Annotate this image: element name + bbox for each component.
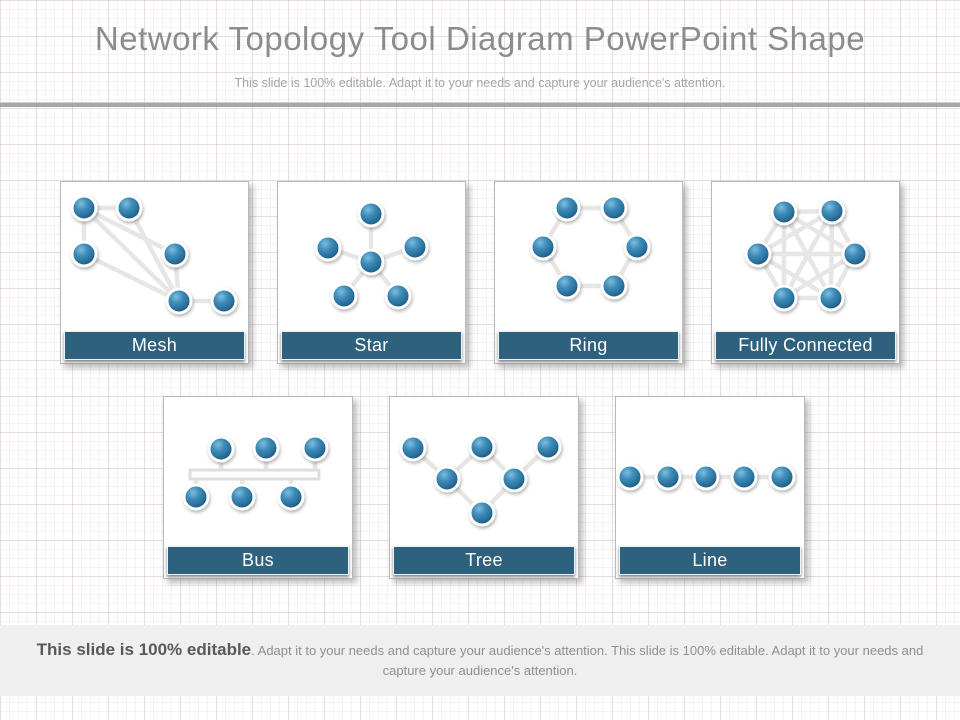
topology-label-line: Line bbox=[619, 546, 801, 575]
topology-label-mesh: Mesh bbox=[64, 331, 245, 360]
network-node bbox=[692, 463, 720, 491]
network-node bbox=[468, 433, 496, 461]
network-node bbox=[534, 433, 562, 461]
topology-card-ring: Ring bbox=[494, 181, 683, 364]
topology-diagram-fully-connected bbox=[744, 197, 869, 312]
network-node bbox=[182, 483, 210, 511]
topology-card-line: Line bbox=[615, 396, 805, 579]
footer-regular-text: . Adapt it to your needs and capture you… bbox=[251, 643, 924, 678]
network-node bbox=[553, 272, 581, 300]
network-node bbox=[600, 272, 628, 300]
network-node bbox=[817, 284, 845, 312]
network-node bbox=[384, 282, 412, 310]
topology-card-tree: Tree bbox=[389, 396, 579, 579]
network-node bbox=[744, 240, 772, 268]
header-divider bbox=[0, 102, 960, 107]
topology-diagram-tree bbox=[399, 433, 562, 527]
network-node bbox=[730, 463, 758, 491]
network-node bbox=[70, 240, 98, 268]
network-node bbox=[770, 284, 798, 312]
topology-label-star: Star bbox=[281, 331, 462, 360]
topology-diagram-ring bbox=[529, 194, 651, 300]
network-node bbox=[616, 463, 644, 491]
network-node bbox=[770, 198, 798, 226]
network-node bbox=[357, 248, 385, 276]
footer-text: This slide is 100% editable. Adapt it to… bbox=[20, 640, 940, 681]
connection-line bbox=[126, 205, 182, 304]
topology-card-fully-connected: Fully Connected bbox=[711, 181, 900, 364]
network-node bbox=[161, 240, 189, 268]
network-node bbox=[357, 200, 385, 228]
network-node bbox=[600, 194, 628, 222]
network-node bbox=[314, 234, 342, 262]
topology-label-fully-connected: Fully Connected bbox=[715, 331, 896, 360]
bus-backbone bbox=[188, 468, 321, 481]
network-node bbox=[433, 465, 461, 493]
connection-line bbox=[755, 251, 834, 301]
network-node bbox=[401, 233, 429, 261]
topology-card-bus: Bus bbox=[163, 396, 353, 579]
connection-line bbox=[81, 205, 182, 304]
network-node bbox=[553, 194, 581, 222]
network-node bbox=[70, 194, 98, 222]
network-node bbox=[500, 465, 528, 493]
connection-line bbox=[81, 205, 178, 257]
network-node bbox=[399, 434, 427, 462]
topology-card-mesh: Mesh bbox=[60, 181, 249, 364]
network-node bbox=[330, 282, 358, 310]
network-node bbox=[165, 287, 193, 315]
network-node bbox=[228, 483, 256, 511]
topology-diagram-line bbox=[616, 463, 796, 491]
topology-label-bus: Bus bbox=[167, 546, 349, 575]
network-node bbox=[252, 434, 280, 462]
network-node bbox=[301, 434, 329, 462]
topology-diagram-bus bbox=[182, 434, 329, 511]
network-node bbox=[529, 233, 557, 261]
network-node bbox=[841, 240, 869, 268]
network-node bbox=[768, 463, 796, 491]
network-node bbox=[207, 435, 235, 463]
connection-line bbox=[781, 251, 858, 301]
page-title: Network Topology Tool Diagram PowerPoint… bbox=[94, 20, 866, 57]
network-node bbox=[115, 194, 143, 222]
network-node bbox=[468, 499, 496, 527]
connection-line bbox=[755, 208, 835, 257]
topology-diagram-star bbox=[314, 200, 429, 310]
network-node bbox=[210, 287, 238, 315]
topology-label-ring: Ring bbox=[498, 331, 679, 360]
network-node bbox=[654, 463, 682, 491]
topology-card-star: Star bbox=[277, 181, 466, 364]
page-subtitle: This slide is 100% editable. Adapt it to… bbox=[234, 76, 726, 90]
footer-band: This slide is 100% editable. Adapt it to… bbox=[0, 625, 960, 696]
connection-line bbox=[81, 251, 182, 304]
network-node bbox=[277, 483, 305, 511]
topology-diagram-mesh bbox=[70, 194, 238, 315]
network-node bbox=[818, 197, 846, 225]
footer-bold-text: This slide is 100% editable bbox=[36, 640, 252, 659]
topology-label-tree: Tree bbox=[393, 546, 575, 575]
network-node bbox=[623, 233, 651, 261]
